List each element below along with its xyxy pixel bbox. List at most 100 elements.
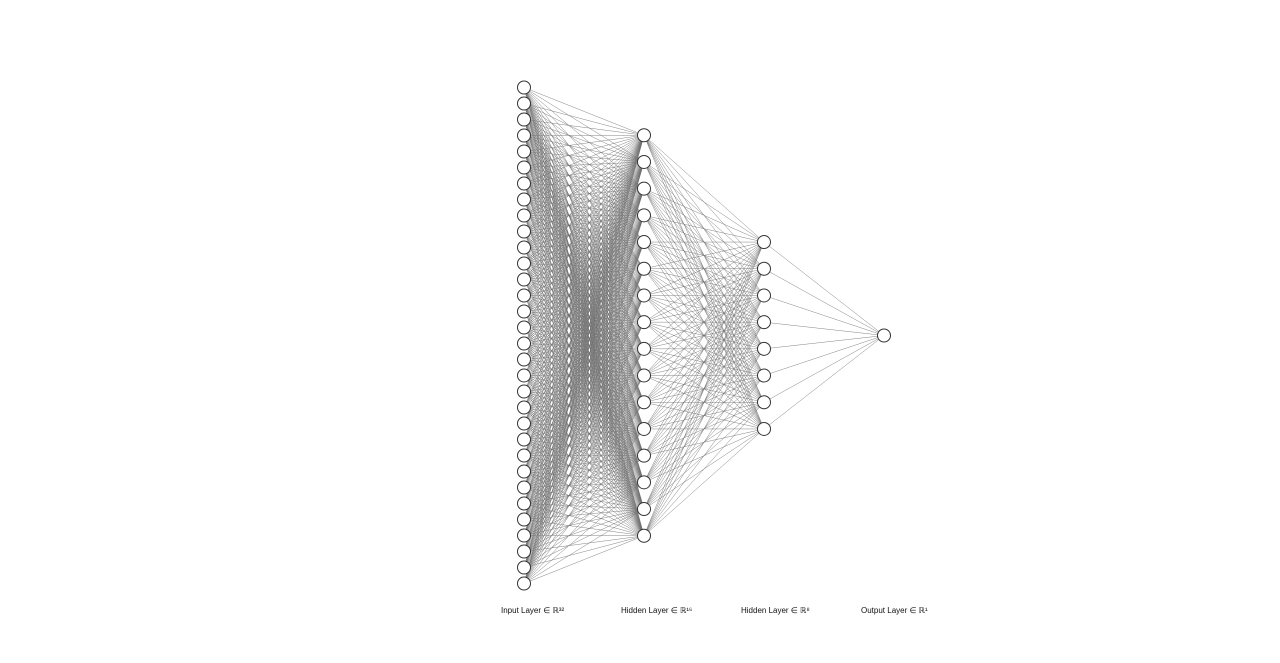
edge-l0-26-to-l1-1 <box>523 161 645 504</box>
edge-l0-28-to-l1-0 <box>523 135 645 536</box>
edge-l0-4-to-l1-0 <box>523 135 645 152</box>
edge-l1-9-to-l2-0 <box>643 241 765 376</box>
neuron-layer0-20 <box>517 400 531 415</box>
edge-l2-2-to-l3-0 <box>763 295 885 336</box>
edge-l1-1-to-l2-0 <box>643 161 765 243</box>
edge-l0-13-to-l1-0 <box>523 135 645 296</box>
neuron-layer1-0 <box>637 128 651 143</box>
edge-l0-24-to-l1-2 <box>523 188 645 472</box>
edge-l1-15-to-l2-5 <box>643 375 765 536</box>
neuron-layer0-31 <box>517 576 531 591</box>
edge-l1-15-to-l2-7 <box>643 428 765 536</box>
neuron-layer0-21 <box>517 416 531 431</box>
edge-l2-3-to-l3-0 <box>763 321 885 336</box>
edge-l0-30-to-l1-2 <box>523 188 645 568</box>
neuron-layer1-4 <box>637 235 651 250</box>
edge-l0-31-to-l1-2 <box>523 188 645 584</box>
neuron-layer0-8 <box>517 208 531 223</box>
neuron-layer0-4 <box>517 144 531 159</box>
edge-l0-25-to-l1-2 <box>523 188 645 488</box>
edge-l0-17-to-l1-0 <box>523 135 645 360</box>
neuron-layer1-9 <box>637 368 651 383</box>
edge-l0-8-to-l1-1 <box>523 161 645 216</box>
edge-l0-15-to-l1-0 <box>523 135 645 328</box>
edge-l1-15-to-l2-3 <box>643 322 765 536</box>
edge-l1-11-to-l2-0 <box>643 241 765 430</box>
neuron-layer0-28 <box>517 528 531 543</box>
edge-l0-31-to-l1-4 <box>523 241 645 584</box>
neuron-layer0-23 <box>517 448 531 463</box>
layer-labels: Input Layer ∈ ℝ³² Hidden Layer ∈ ℝ¹⁶ Hid… <box>501 606 928 615</box>
edge-l1-5-to-l2-0 <box>643 241 765 269</box>
edge-l0-15-to-l1-2 <box>523 188 645 328</box>
edge-l0-14-to-l1-0 <box>523 135 645 312</box>
neuron-layer0-9 <box>517 224 531 239</box>
neuron-layer2-1 <box>757 261 771 276</box>
edge-l0-26-to-l1-2 <box>523 188 645 504</box>
edge-l1-8-to-l2-0 <box>643 241 765 350</box>
edge-l0-31-to-l1-13 <box>523 482 645 584</box>
edge-l0-25-to-l1-1 <box>523 161 645 488</box>
edge-l0-29-to-l1-2 <box>523 188 645 552</box>
edge-l0-9-to-l1-1 <box>523 161 645 232</box>
edge-l0-31-to-l1-9 <box>523 375 645 584</box>
neuron-layer0-3 <box>517 128 531 143</box>
edge-l0-31-to-l1-10 <box>523 402 645 584</box>
edge-l2-0-to-l3-0 <box>763 241 885 336</box>
edge-l0-28-to-l1-2 <box>523 188 645 536</box>
edge-l0-7-to-l1-0 <box>523 135 645 200</box>
neuron-nodes <box>517 80 891 591</box>
neuron-layer0-13 <box>517 288 531 303</box>
edge-l0-24-to-l1-0 <box>523 135 645 472</box>
edge-l0-14-to-l1-1 <box>523 161 645 312</box>
edge-l0-23-to-l1-2 <box>523 188 645 456</box>
neuron-layer0-14 <box>517 304 531 319</box>
edge-l1-7-to-l2-0 <box>643 241 765 323</box>
edge-l0-15-to-l1-1 <box>523 161 645 328</box>
edge-l1-15-to-l2-6 <box>643 402 765 536</box>
neuron-layer0-17 <box>517 352 531 367</box>
edge-l0-5-to-l1-0 <box>523 135 645 168</box>
edge-l0-4-to-l1-1 <box>523 151 645 163</box>
edge-l1-10-to-l2-0 <box>643 241 765 403</box>
edge-l0-31-to-l1-15 <box>523 535 645 584</box>
edge-l0-13-to-l1-1 <box>523 161 645 296</box>
neuron-layer1-15 <box>637 528 651 543</box>
edge-l0-12-to-l1-0 <box>523 135 645 280</box>
edge-l0-8-to-l1-2 <box>523 188 645 216</box>
neuron-layer1-14 <box>637 502 651 517</box>
hidden-layer-1-label: Hidden Layer ∈ ℝ¹⁶ <box>621 606 692 615</box>
edge-l0-4-to-l1-2 <box>523 151 645 189</box>
edge-l0-10-to-l1-0 <box>523 135 645 248</box>
edge-l0-24-to-l1-1 <box>523 161 645 472</box>
edge-l0-17-to-l1-2 <box>523 188 645 360</box>
neuron-layer1-3 <box>637 208 651 223</box>
edge-l0-19-to-l1-1 <box>523 161 645 392</box>
neuron-layer1-1 <box>637 154 651 169</box>
edge-l0-26-to-l1-0 <box>523 135 645 504</box>
edge-l0-31-to-l1-1 <box>523 161 645 584</box>
neuron-layer0-12 <box>517 272 531 287</box>
neuron-layer0-7 <box>517 192 531 207</box>
edge-l1-3-to-l2-0 <box>643 215 765 243</box>
edge-l0-18-to-l1-0 <box>523 135 645 376</box>
neuron-layer0-6 <box>517 176 531 191</box>
neuron-layer2-2 <box>757 288 771 303</box>
edge-l0-22-to-l1-0 <box>523 135 645 440</box>
neuron-layer0-2 <box>517 112 531 127</box>
edge-l0-2-to-l1-1 <box>523 119 645 163</box>
edge-l0-27-to-l1-0 <box>523 135 645 520</box>
neuron-layer2-5 <box>757 368 771 383</box>
edge-l0-29-to-l1-1 <box>523 161 645 552</box>
edge-l0-31-to-l1-14 <box>523 508 645 584</box>
edge-l0-2-to-l1-2 <box>523 119 645 189</box>
connection-edges <box>523 87 885 584</box>
neuron-layer1-7 <box>637 315 651 330</box>
neuron-layer2-7 <box>757 421 771 436</box>
edge-l0-5-to-l1-2 <box>523 167 645 189</box>
edge-l0-16-to-l1-2 <box>523 188 645 344</box>
neuron-layer1-13 <box>637 475 651 490</box>
edge-l0-22-to-l1-2 <box>523 188 645 440</box>
edge-l1-0-to-l2-0 <box>643 135 765 243</box>
